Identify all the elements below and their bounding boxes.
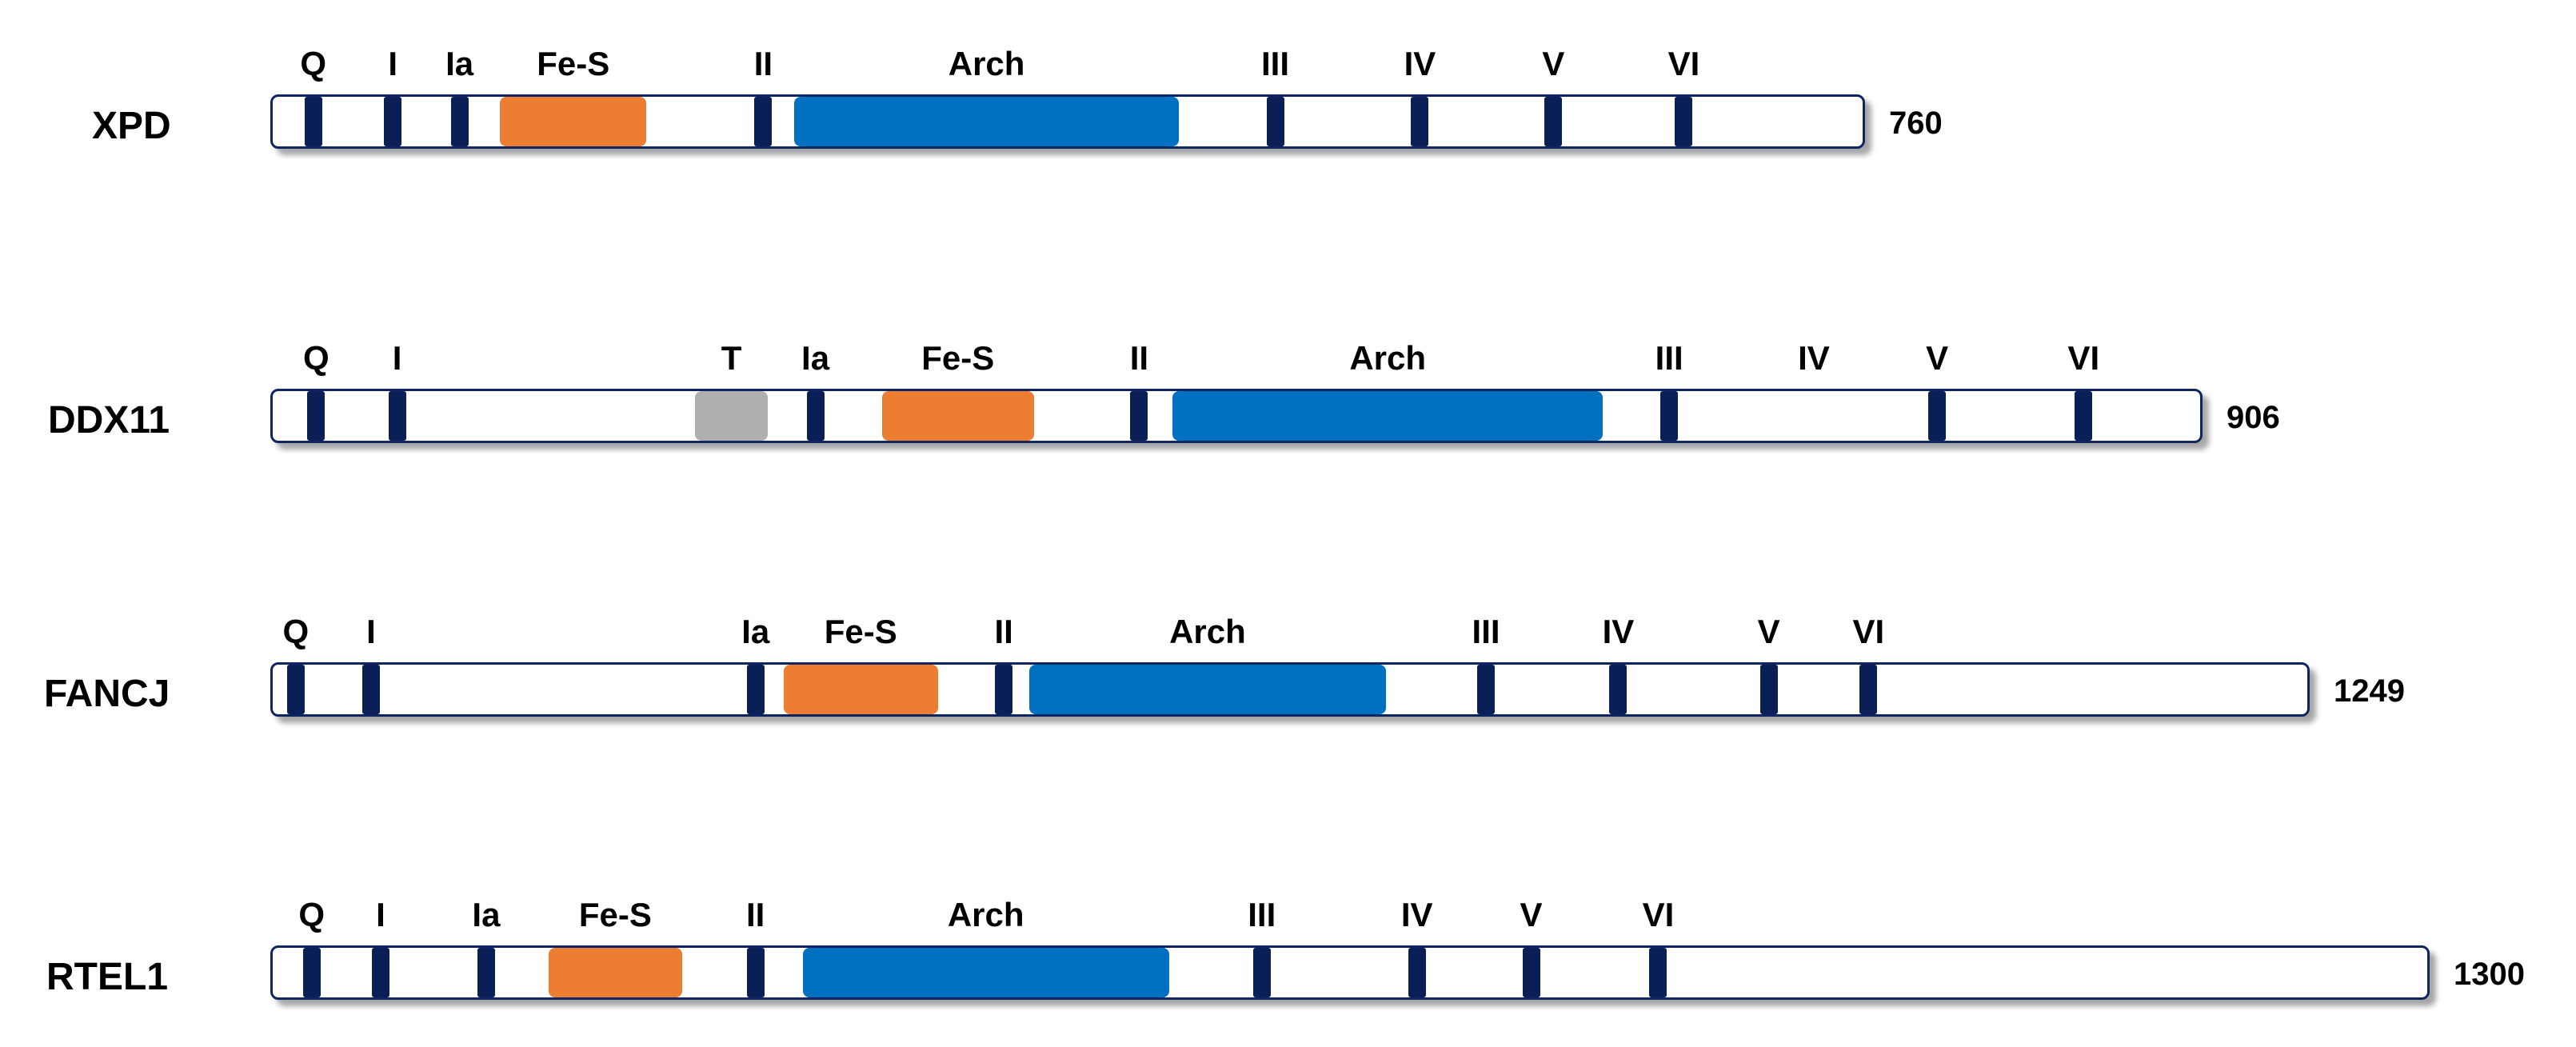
motif-v <box>1522 948 1540 997</box>
motif-label-iv: IV <box>1602 613 1635 650</box>
motif-label-q: Q <box>282 613 310 650</box>
domain-fe-s <box>548 948 682 997</box>
protein-bar <box>270 389 2203 443</box>
motif-label-v: V <box>1757 613 1780 650</box>
motif-label-ii: II <box>753 45 773 82</box>
protein-name: RTEL1 <box>46 956 169 998</box>
motif-label-iv: IV <box>1404 45 1436 82</box>
motif-q <box>307 391 325 441</box>
protein-bar <box>270 945 2430 1000</box>
domain-arch <box>794 97 1180 146</box>
motif-iv <box>1411 97 1429 146</box>
domain-arch <box>802 948 1169 997</box>
protein-length: 760 <box>1889 106 1943 141</box>
motif-label-v: V <box>1542 45 1565 82</box>
domain-label-fe-s: Fe-S <box>578 896 652 933</box>
motif-label-iii: III <box>1472 613 1500 650</box>
domain-fe-s <box>881 391 1034 441</box>
motif-ii <box>995 665 1013 714</box>
motif-ia <box>450 97 469 146</box>
motif-label-i: I <box>376 896 385 933</box>
protein-length: 1249 <box>2334 673 2405 709</box>
motif-label-i: I <box>392 339 402 377</box>
motif-vi <box>1649 948 1667 997</box>
motif-ii <box>754 97 773 146</box>
motif-label-ii: II <box>1129 339 1149 377</box>
protein-length: 906 <box>2227 400 2280 435</box>
motif-iv <box>1609 665 1627 714</box>
motif-i <box>388 391 406 441</box>
motif-label-vi: VI <box>1667 45 1700 82</box>
motif-i <box>371 948 389 997</box>
motif-v <box>1544 97 1563 146</box>
protein-name: DDX11 <box>48 399 170 442</box>
motif-label-iii: III <box>1260 45 1290 82</box>
motif-label-ia: Ia <box>801 339 830 377</box>
domain-label-t: T <box>721 339 742 377</box>
motif-label-vi: VI <box>2067 339 2100 377</box>
motif-ia <box>806 391 825 441</box>
motif-ii <box>1130 391 1148 441</box>
motif-label-iv: IV <box>1400 896 1433 933</box>
protein-length: 1300 <box>2454 957 2525 992</box>
domain-label-arch: Arch <box>948 45 1025 82</box>
motif-iii <box>1266 97 1284 146</box>
domain-arch <box>1029 665 1386 714</box>
motif-label-vi: VI <box>1852 613 1885 650</box>
motif-q <box>304 97 322 146</box>
domain-label-arch: Arch <box>1349 339 1427 377</box>
motif-ii <box>746 948 765 997</box>
motif-iii <box>1252 948 1271 997</box>
protein-name: XPD <box>92 105 171 147</box>
motif-i <box>384 97 402 146</box>
motif-iii <box>1477 665 1496 714</box>
motif-label-v: V <box>1926 339 1949 377</box>
domain-label-fe-s: Fe-S <box>824 613 897 650</box>
motif-label-ia: Ia <box>445 45 474 82</box>
motif-v <box>1759 665 1778 714</box>
motif-label-v: V <box>1520 896 1543 933</box>
motif-label-ii: II <box>746 896 765 933</box>
motif-q <box>286 665 305 714</box>
domain-label-arch: Arch <box>1169 613 1246 650</box>
motif-vi <box>1859 665 1878 714</box>
motif-i <box>361 665 380 714</box>
domain-label-fe-s: Fe-S <box>921 339 995 377</box>
domain-label-fe-s: Fe-S <box>537 45 610 82</box>
motif-label-vi: VI <box>1642 896 1675 933</box>
domain-arch <box>1172 391 1603 441</box>
motif-label-q: Q <box>300 45 327 82</box>
motif-label-iv: IV <box>1798 339 1830 377</box>
motif-iii <box>1660 391 1679 441</box>
motif-vi <box>1675 97 1693 146</box>
motif-q <box>302 948 321 997</box>
motif-label-iii: III <box>1248 896 1276 933</box>
motif-ia <box>477 948 495 997</box>
motif-label-ia: Ia <box>741 613 770 650</box>
motif-label-q: Q <box>303 339 329 377</box>
motif-iv <box>1408 948 1426 997</box>
motif-vi <box>2075 391 2093 441</box>
domain-label-arch: Arch <box>947 896 1024 933</box>
motif-label-ii: II <box>994 613 1013 650</box>
motif-label-ia: Ia <box>472 896 501 933</box>
protein-bar <box>270 662 2310 717</box>
domain-fe-s <box>500 97 647 146</box>
motif-label-i: I <box>388 45 397 82</box>
domain-fe-s <box>783 665 938 714</box>
domain-t <box>694 391 769 441</box>
motif-v <box>1928 391 1947 441</box>
motif-label-q: Q <box>298 896 325 933</box>
protein-name: FANCJ <box>44 673 170 715</box>
protein-bar <box>270 94 1865 149</box>
motif-label-i: I <box>366 613 376 650</box>
motif-label-iii: III <box>1655 339 1683 377</box>
motif-ia <box>746 665 765 714</box>
